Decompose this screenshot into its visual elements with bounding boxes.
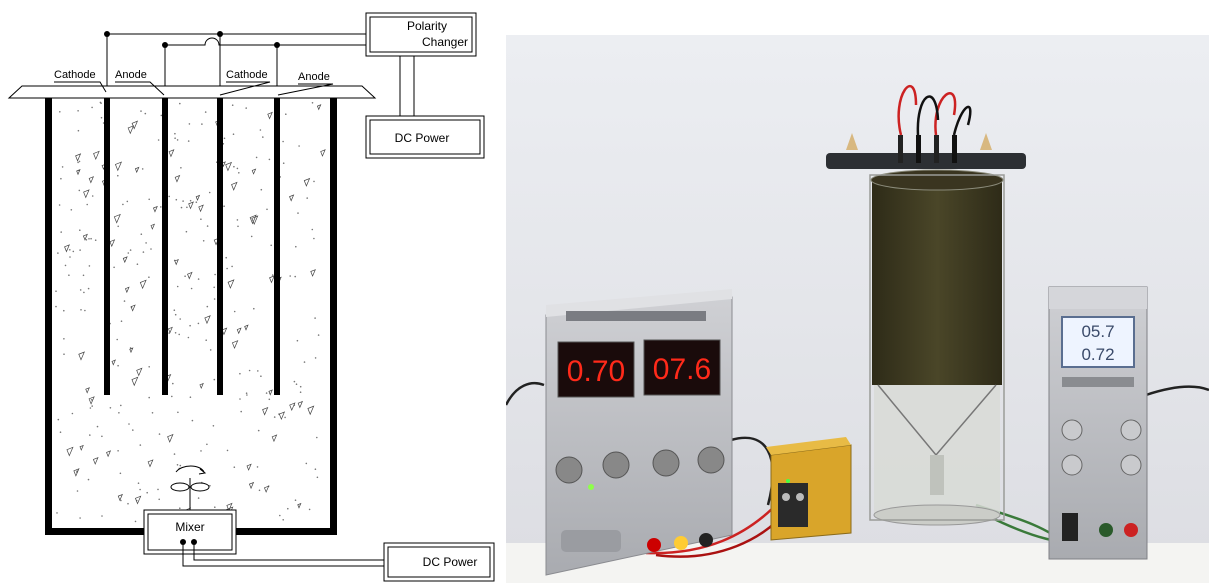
left-supply-display-left: 0.70 [567, 355, 625, 388]
top-wiring [106, 33, 415, 124]
polarity-label-line1: Polarity [407, 19, 447, 33]
electrodes [104, 98, 280, 395]
right-power-supply: 05.7 0.72 [1048, 286, 1148, 560]
knob-8 [1120, 454, 1142, 476]
mixer-label: Mixer [175, 520, 204, 534]
knob-5 [1061, 419, 1083, 441]
electrode-label-3: Cathode [226, 69, 268, 81]
dc-power-top-box: DC Power [365, 115, 485, 159]
dc-power-bottom-label: DC Power [423, 555, 478, 569]
knob-6 [1061, 454, 1083, 476]
electrochemical-reactor [826, 84, 1026, 526]
electrode-anode-2 [274, 98, 280, 395]
electrode-labels: Cathode Anode Cathode Anode [54, 69, 330, 83]
tank-lid [7, 85, 377, 99]
indicator-led [588, 484, 594, 490]
right-supply-line1: 05.7 [1081, 322, 1114, 341]
reactor-schematic: Polarity Changer DC Power Cathode Anode … [7, 12, 495, 582]
polarity-changer-box: Polarity Changer [365, 12, 477, 57]
left-display-panel-a [557, 341, 635, 398]
knob-1 [555, 456, 583, 484]
polarity-changer-device [766, 437, 852, 541]
polarity-label-line2: Changer [422, 35, 468, 49]
mixer-impeller [170, 465, 210, 512]
electrode-label-4: Anode [298, 71, 330, 83]
left-power-supply: 0.70 07.6 [545, 289, 733, 576]
knob-3 [652, 449, 680, 477]
knob-7 [1120, 419, 1142, 441]
electrode-label-2: Anode [115, 69, 147, 81]
tank-wall-left [45, 98, 52, 530]
experimental-setup-photo: 0.70 07.6 [506, 35, 1209, 583]
electrode-label-1: Cathode [54, 69, 96, 81]
lcd-screen [1061, 316, 1135, 368]
electrode-cathode-2 [217, 98, 223, 395]
mixer-box: Mixer [143, 509, 237, 555]
liquid-texture [55, 101, 326, 523]
dc-power-bottom-box: DC Power [383, 542, 495, 582]
electrode-cathode-1 [104, 98, 110, 395]
reactor-liquid [872, 180, 1002, 385]
tank-wall-right [330, 98, 337, 530]
left-display-panel-b [643, 339, 721, 396]
knob-2 [602, 451, 630, 479]
electrode-anode-1 [162, 98, 168, 395]
left-supply-display-right: 07.6 [653, 353, 711, 386]
knob-4 [697, 446, 725, 474]
reactor-clear-bottom [874, 385, 1000, 515]
electrode-holder-bar [826, 153, 1026, 169]
right-supply-line2: 0.72 [1081, 345, 1114, 364]
dc-power-top-label: DC Power [395, 131, 450, 145]
